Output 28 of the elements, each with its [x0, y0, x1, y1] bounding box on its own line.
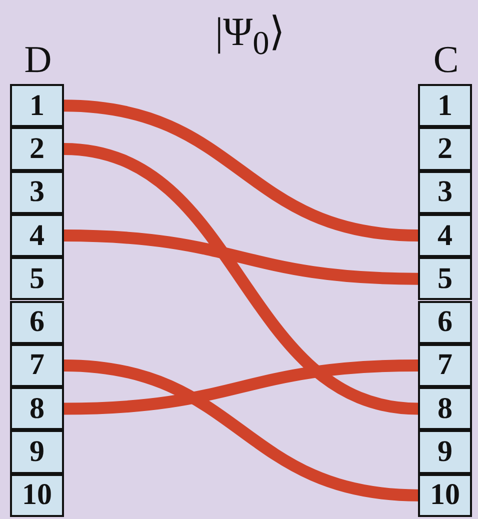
numbered-cell: 6	[10, 300, 64, 344]
state-title: |Ψ$_{0}$⟩	[214, 8, 286, 64]
numbered-cell: 8	[10, 387, 64, 430]
numbered-cell: 7	[418, 344, 472, 388]
numbered-cell: 8	[418, 387, 472, 430]
numbered-cell: 2	[418, 127, 472, 171]
column-heading: D	[23, 40, 53, 80]
numbered-cell: 4	[418, 214, 472, 258]
numbered-cell: 5	[10, 257, 64, 300]
numbered-cell: 7	[10, 344, 64, 388]
numbered-cell: 9	[10, 430, 64, 474]
numbered-cell: 1	[10, 84, 64, 128]
numbered-cell: 5	[418, 257, 472, 300]
numbered-cell: 6	[418, 300, 472, 344]
numbered-cell: 10	[10, 474, 64, 517]
numbered-cell: 9	[418, 430, 472, 474]
connecting-line	[64, 359, 418, 415]
numbered-cell: 3	[418, 170, 472, 214]
connecting-line	[64, 359, 418, 502]
numbered-cell: 4	[10, 214, 64, 258]
connecting-line	[64, 100, 418, 242]
connecting-line	[64, 230, 418, 285]
connecting-line	[63, 143, 419, 415]
numbered-cell: 3	[10, 170, 64, 214]
column-heading: C	[432, 40, 460, 80]
numbered-cell: 1	[418, 84, 472, 128]
numbered-cell: 2	[10, 127, 64, 171]
numbered-cell: 10	[418, 474, 472, 517]
